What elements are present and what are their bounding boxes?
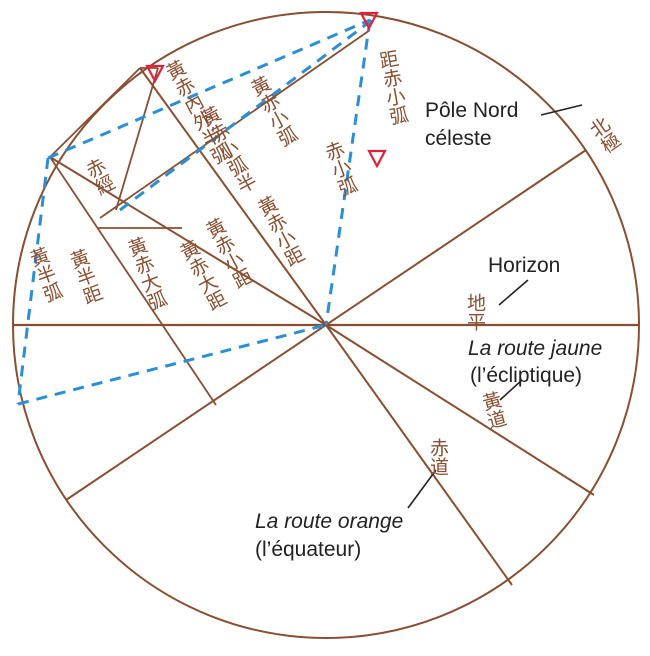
section-cjk-k: 距赤小弧 bbox=[375, 48, 410, 127]
triangle-marker-icon bbox=[145, 64, 165, 84]
dashed-line-3 bbox=[47, 18, 371, 160]
horizon-cjk: 地平 bbox=[464, 293, 486, 331]
equator-diameter-line bbox=[139, 67, 327, 326]
north-pole-cjk: 北極 bbox=[584, 113, 624, 157]
horizon-label: Horizon bbox=[488, 254, 560, 277]
equator-label-line2: (l’équateur) bbox=[255, 538, 361, 561]
triangle-marker-icon bbox=[359, 11, 379, 31]
equator-cjk: 赤道 bbox=[427, 438, 449, 476]
ecliptic-diameter-line bbox=[49, 156, 327, 326]
equator-line bbox=[325, 324, 513, 586]
leader-ecliptic bbox=[499, 379, 523, 401]
section-cjk-h: 赤經 bbox=[80, 155, 117, 199]
triangle-marker-icon bbox=[367, 149, 387, 169]
construction-line-4 bbox=[49, 156, 217, 406]
ecliptic-label-line1: La route jaune bbox=[468, 337, 602, 360]
construction-line-1 bbox=[49, 67, 141, 158]
ecliptic-cjk: 黃道 bbox=[477, 389, 508, 432]
leader-equator bbox=[407, 469, 437, 509]
section-cjk-g: 黃半距 bbox=[65, 246, 105, 307]
leader-pole bbox=[540, 104, 583, 116]
pole-label-line2: céleste bbox=[425, 127, 492, 150]
ecliptic-label-line2: (l’écliptique) bbox=[470, 364, 582, 387]
dashed-line-5 bbox=[119, 18, 373, 212]
section-cjk-c2: 黃赤小距 bbox=[252, 193, 307, 271]
construction-line-3 bbox=[115, 67, 159, 211]
ecliptic-line bbox=[325, 324, 595, 496]
dashed-line-4 bbox=[324, 19, 372, 326]
section-cjk-e: 黃赤大弧 bbox=[123, 234, 170, 313]
leader-horizon bbox=[498, 279, 529, 306]
pole-label-line1: Pôle Nord bbox=[425, 99, 518, 122]
dashed-line-1 bbox=[16, 157, 50, 405]
equator-label-line1: La route orange bbox=[255, 510, 403, 533]
dashed-line-2 bbox=[17, 323, 327, 406]
section-cjk-a: 赤小弧 bbox=[320, 138, 360, 199]
